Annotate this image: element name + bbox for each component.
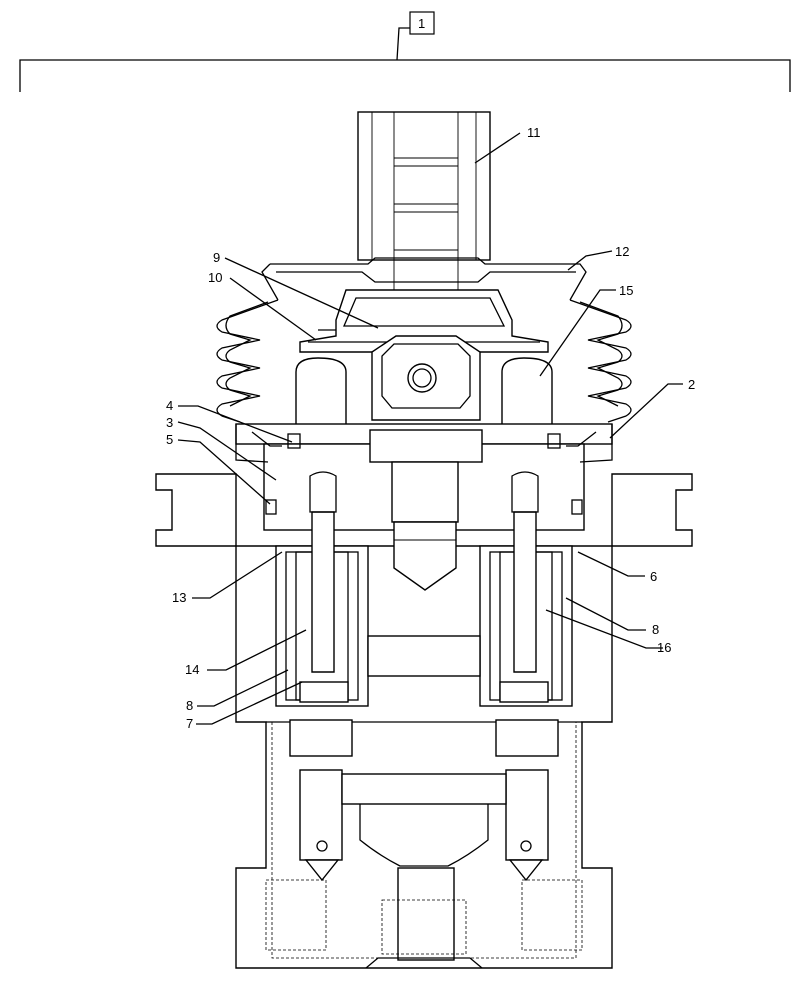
bottom-outlet [265,867,583,969]
assembly-label: 1 [418,16,425,31]
callout-labels: 11 9 10 12 15 2 4 3 5 13 6 14 8 16 8 7 [166,125,695,731]
callout-12: 12 [615,244,629,259]
assembly-bracket: 1 [19,11,791,92]
assembly-label-box [409,11,435,35]
callout-3: 3 [166,415,173,430]
callout-15: 15 [619,283,633,298]
callout-8-left: 8 [186,698,193,713]
upper-shaft [357,111,491,320]
callout-9: 9 [213,250,220,265]
callout-5: 5 [166,432,173,447]
side-lugs [155,473,693,547]
right-cylinder [479,471,573,882]
yoke [371,335,481,421]
callout-2: 2 [688,377,695,392]
callout-7: 7 [186,716,193,731]
leader-lines [177,132,683,725]
inner-cup [299,289,549,353]
bellows-right [569,299,632,423]
cross-links [341,635,507,867]
callout-13: 13 [172,590,186,605]
boot-cap [261,257,587,301]
callout-10: 10 [208,270,222,285]
callout-6: 6 [650,569,657,584]
center-plunger [369,429,483,591]
callout-14: 14 [185,662,199,677]
left-cylinder [275,471,369,882]
bellows-left [216,299,279,423]
callout-16: 16 [657,640,671,655]
assembly-leader [396,27,410,61]
callout-8-right: 8 [652,622,659,637]
callout-4: 4 [166,398,173,413]
callout-11: 11 [527,125,541,140]
assembly-brace [19,59,791,92]
